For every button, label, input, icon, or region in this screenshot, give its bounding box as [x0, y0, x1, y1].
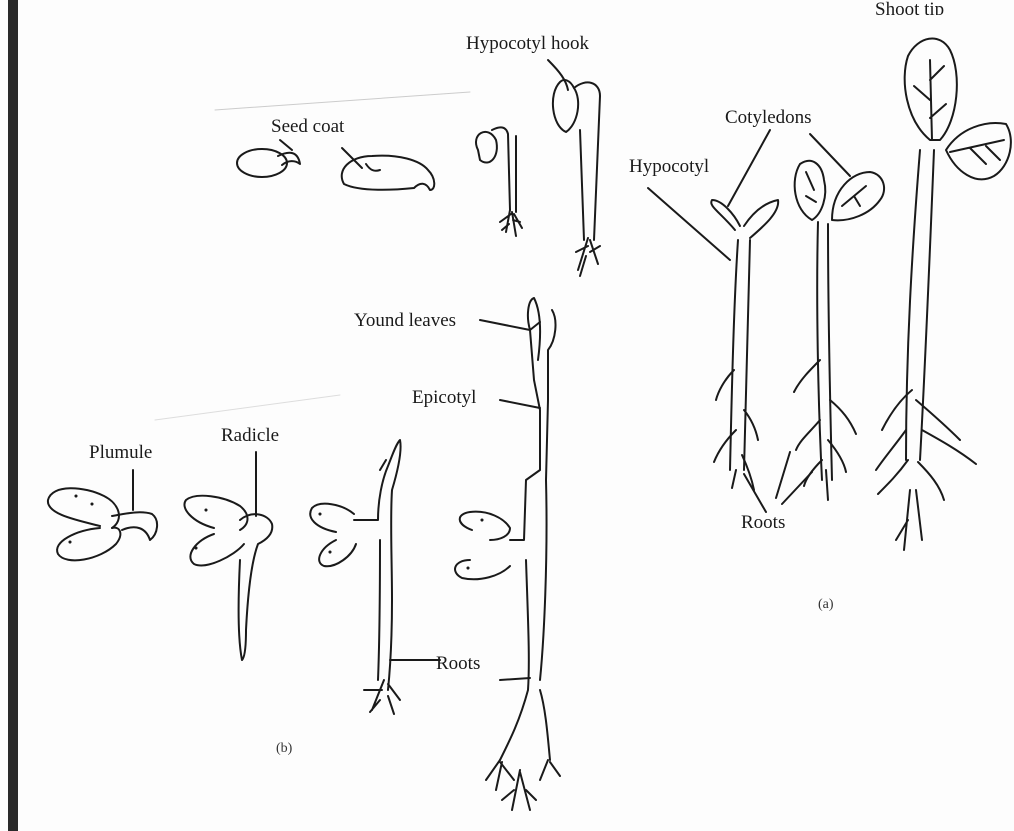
stage-b-3 [310, 440, 400, 714]
shoot-tip-label: Shoot tip [875, 0, 944, 15]
seed-stage-4 [553, 80, 600, 276]
hypocotyl-hook-label: Hypocotyl hook [466, 34, 589, 53]
seed-coat-label: Seed coat [271, 117, 344, 136]
leader-hypocotyl [648, 188, 730, 260]
epicotyl-label: Epicotyl [412, 388, 476, 407]
stage-b-4 [455, 298, 560, 810]
cotyledons-label: Cotyledons [725, 108, 812, 127]
scan-line [155, 395, 340, 420]
seed-speckles [69, 495, 483, 569]
leader-young-leaves [480, 320, 540, 330]
plumule-label: Plumule [89, 443, 152, 462]
scan-line [215, 92, 470, 110]
panel-b-caption: (b) [276, 742, 292, 756]
leader-seed-coat-2 [280, 140, 292, 150]
stage-b-2 [184, 496, 272, 660]
seedling-a-1 [711, 200, 778, 490]
leader-roots-a [744, 452, 812, 512]
seed-stage-3 [476, 127, 522, 236]
roots-a-label: Roots [741, 513, 785, 532]
stage-b-1 [48, 488, 157, 560]
panel-a-caption: (a) [818, 598, 834, 612]
leader-roots-b-2 [500, 678, 530, 680]
leader-cotyledons-2 [810, 134, 850, 176]
hypocotyl-label: Hypocotyl [629, 157, 709, 176]
radicle-label: Radicle [221, 426, 279, 445]
young-leaves-label: Yound leaves [354, 311, 456, 330]
seedling-a-3 [876, 39, 1011, 550]
seed-stage-1 [237, 149, 300, 177]
leader-cotyledons-1 [728, 130, 770, 206]
leader-epicotyl [500, 400, 540, 408]
roots-b-label: Roots [436, 654, 480, 673]
seedling-a-2 [794, 161, 884, 500]
